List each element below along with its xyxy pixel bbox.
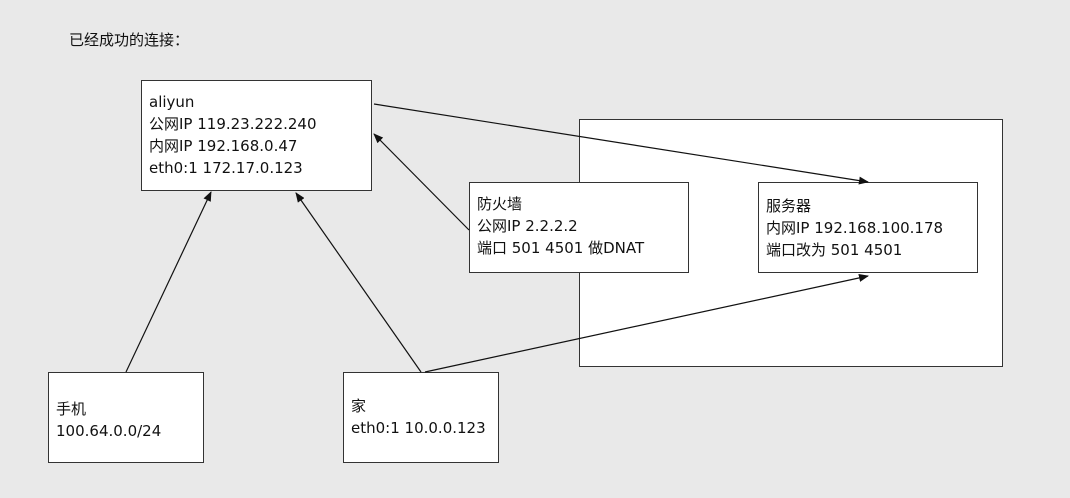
node-server-private-ip: 内网IP 192.168.100.178	[766, 219, 944, 237]
node-server: 服务器 内网IP 192.168.100.178 端口改为 501 4501	[758, 182, 978, 273]
node-home-name: 家	[351, 397, 367, 415]
node-aliyun-private-ip: 内网IP 192.168.0.47	[149, 137, 298, 155]
edge-home-to-aliyun	[295, 192, 422, 373]
node-phone-name: 手机	[56, 400, 87, 418]
edge-phone-to-aliyun	[125, 191, 212, 373]
edge-firewall-to-aliyun	[373, 133, 470, 231]
node-phone: 手机 100.64.0.0/24	[48, 372, 204, 463]
edge-aliyun-to-server	[373, 103, 869, 185]
node-home: 家 eth0:1 10.0.0.123	[343, 372, 499, 463]
node-firewall: 防火墙 公网IP 2.2.2.2 端口 501 4501 做DNAT	[469, 182, 689, 273]
node-aliyun-eth0-1: eth0:1 172.17.0.123	[149, 159, 303, 177]
diagram-title: 已经成功的连接：	[69, 31, 190, 49]
node-aliyun: aliyun 公网IP 119.23.222.240 内网IP 192.168.…	[141, 80, 372, 191]
node-firewall-public-ip: 公网IP 2.2.2.2	[477, 217, 578, 235]
node-aliyun-name: aliyun	[149, 93, 195, 111]
node-home-eth0-1: eth0:1 10.0.0.123	[351, 419, 486, 437]
node-phone-subnet: 100.64.0.0/24	[56, 422, 162, 440]
node-firewall-ports: 端口 501 4501 做DNAT	[477, 239, 645, 257]
node-server-ports: 端口改为 501 4501	[766, 241, 903, 259]
node-server-name: 服务器	[766, 197, 812, 215]
node-aliyun-public-ip: 公网IP 119.23.222.240	[149, 115, 317, 133]
node-firewall-name: 防火墙	[477, 195, 523, 213]
edge-home-to-server	[424, 273, 869, 373]
